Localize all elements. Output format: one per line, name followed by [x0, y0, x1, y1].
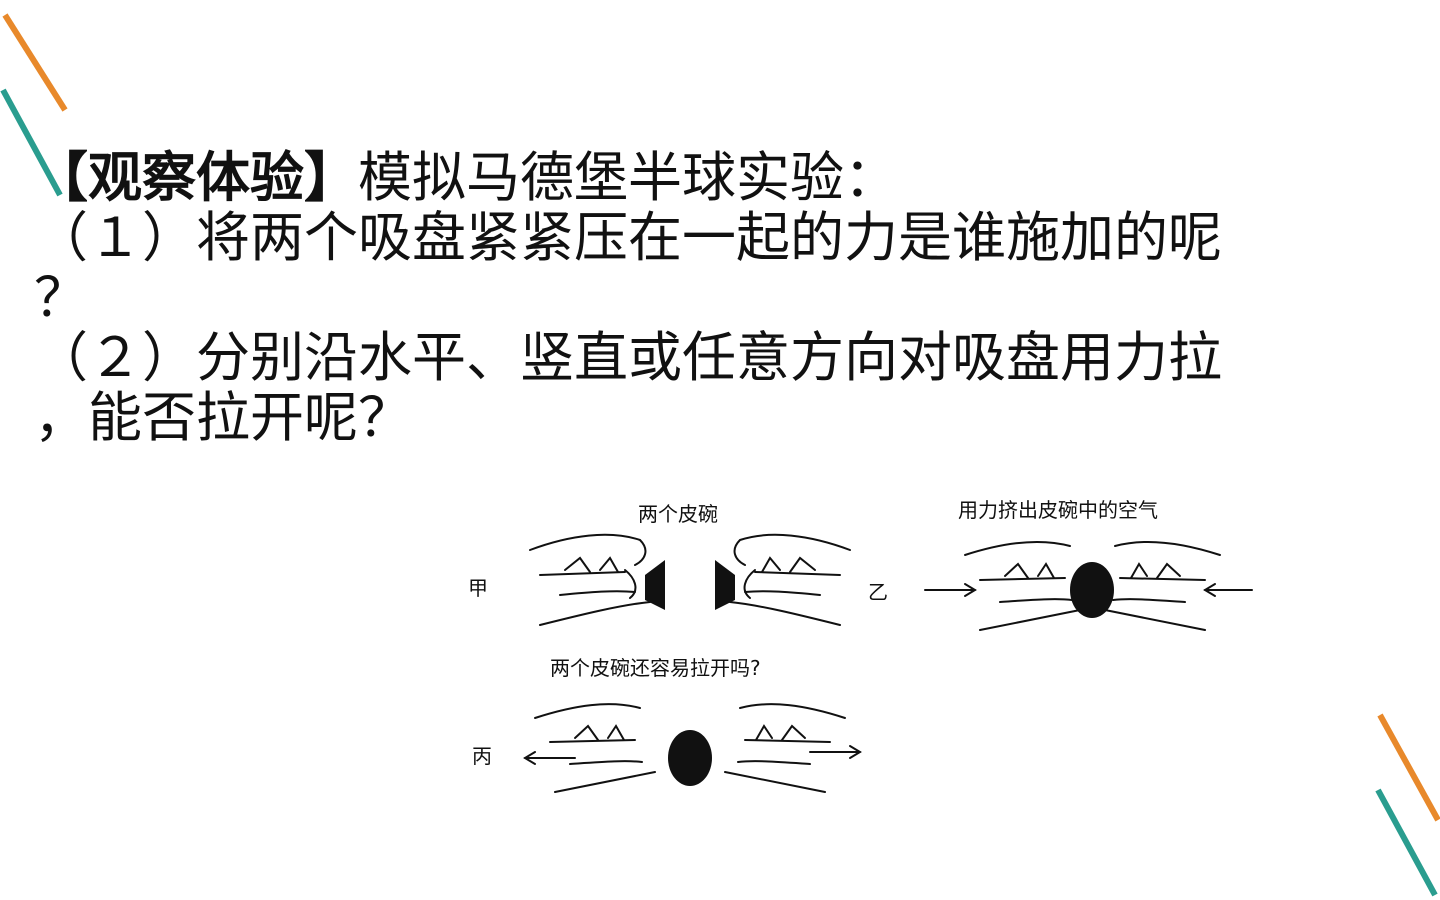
panel-a-left-cup	[645, 560, 665, 610]
bottom-right-teal-stripe	[1375, 788, 1438, 897]
panel-b-joined-cups	[1070, 562, 1114, 618]
panel-c-right-hand	[724, 703, 846, 793]
label-b: 乙	[868, 580, 888, 604]
heading-bold: 【观察体验】	[34, 146, 358, 209]
top-left-orange-stripe	[2, 13, 68, 112]
bottom-right-orange-stripe	[1377, 713, 1440, 822]
panel-b-right-hand	[1104, 540, 1221, 631]
panel-b-arrows	[924, 583, 1253, 597]
top-left-teal-stripe	[0, 88, 63, 197]
question-2-line-1: （２）分别沿水平、竖直或任意方向对吸盘用力拉	[34, 326, 1222, 389]
panel-a-right-hand	[729, 533, 851, 626]
panel-c-joined-cups	[668, 730, 712, 786]
question-1-line-1: （１）将两个吸盘紧紧压在一起的力是谁施加的呢	[34, 206, 1222, 269]
panel-b-left-hand	[964, 540, 1081, 631]
caption-c: 两个皮碗还容易拉开吗?	[550, 656, 761, 680]
panel-c-left-hand	[534, 703, 656, 793]
question-2-line-2: ，能否拉开呢？	[34, 386, 412, 449]
slide-text: 【观察体验】模拟马德堡半球实验： （１）将两个吸盘紧紧压在一起的力是谁施加的呢 …	[34, 148, 1264, 448]
label-c: 丙	[472, 744, 492, 768]
question-1-line-2: ？	[34, 266, 88, 329]
suction-cup-illustration: 两个皮碗 用力挤出皮碗中的空气 两个皮碗还容易拉开吗? 甲 乙 丙	[440, 480, 1280, 820]
caption-b: 用力挤出皮碗中的空气	[958, 498, 1158, 522]
heading-rest: 模拟马德堡半球实验：	[358, 146, 898, 209]
heading-line: 【观察体验】模拟马德堡半球实验：	[34, 148, 1264, 208]
label-a: 甲	[468, 576, 488, 600]
panel-a-left-hand	[529, 533, 651, 626]
panel-c-arrows	[523, 745, 862, 765]
illustration-drawing	[523, 533, 1253, 793]
panel-a-right-cup	[715, 560, 735, 610]
caption-a: 两个皮碗	[638, 502, 718, 526]
